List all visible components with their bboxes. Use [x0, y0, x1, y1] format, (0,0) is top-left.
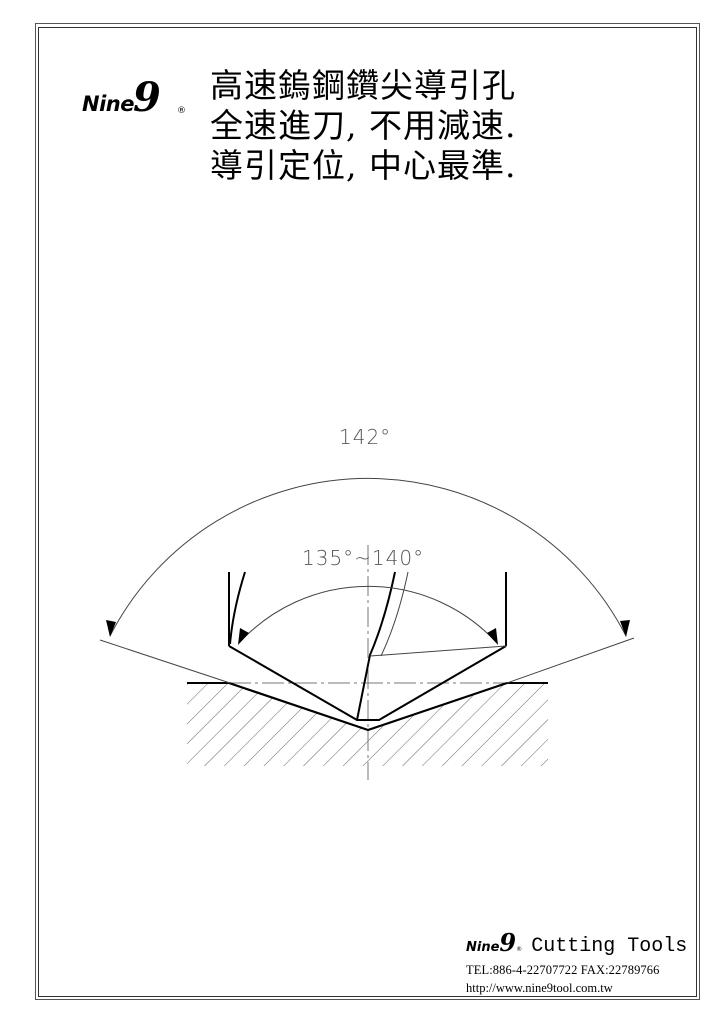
- footer-logo-digit: 9: [499, 928, 517, 957]
- drill-body: [228, 571, 507, 721]
- outer-angle-label: 142°: [339, 425, 392, 449]
- page-border-inner: [38, 27, 697, 997]
- logo-digit: 9: [132, 74, 161, 121]
- inner-angle-dimension: [239, 585, 497, 643]
- brand-logo: Nine9 ®: [82, 78, 186, 118]
- hole-profile: [228, 681, 508, 732]
- headline: 高速鎢鋼鑽尖導引孔 全速進刀, 不用減速. 導引定位, 中心最準.: [210, 66, 516, 186]
- inner-angle-label: 135°~140°: [302, 546, 425, 570]
- outer-angle-dimension: [99, 478, 635, 684]
- page-border-outer: [35, 23, 700, 1000]
- headline-line-2: 全速進刀, 不用減速.: [210, 106, 517, 145]
- outer-angle-arrows: [106, 620, 630, 637]
- inner-angle-arrows: [238, 628, 498, 645]
- footer-url[interactable]: http://www.nine9tool.com.tw: [466, 981, 613, 995]
- headline-line-3: 導引定位, 中心最準.: [210, 146, 517, 185]
- footer: Nine9® Cutting Tools TEL:886-4-22707722 …: [466, 928, 687, 996]
- footer-logo-text: Nine: [466, 940, 500, 955]
- headline-line-1: 高速鎢鋼鑽尖導引孔: [210, 66, 516, 105]
- registered-mark: ®: [177, 106, 186, 116]
- footer-contact: TEL:886-4-22707722 FAX:22789766: [466, 963, 660, 977]
- footer-registered-mark: ®: [516, 946, 523, 953]
- logo-text: Nine: [82, 92, 134, 116]
- footer-logo: Nine9®: [466, 928, 523, 957]
- drill-flute-detail: [369, 571, 507, 657]
- footer-title: Cutting Tools: [531, 935, 688, 958]
